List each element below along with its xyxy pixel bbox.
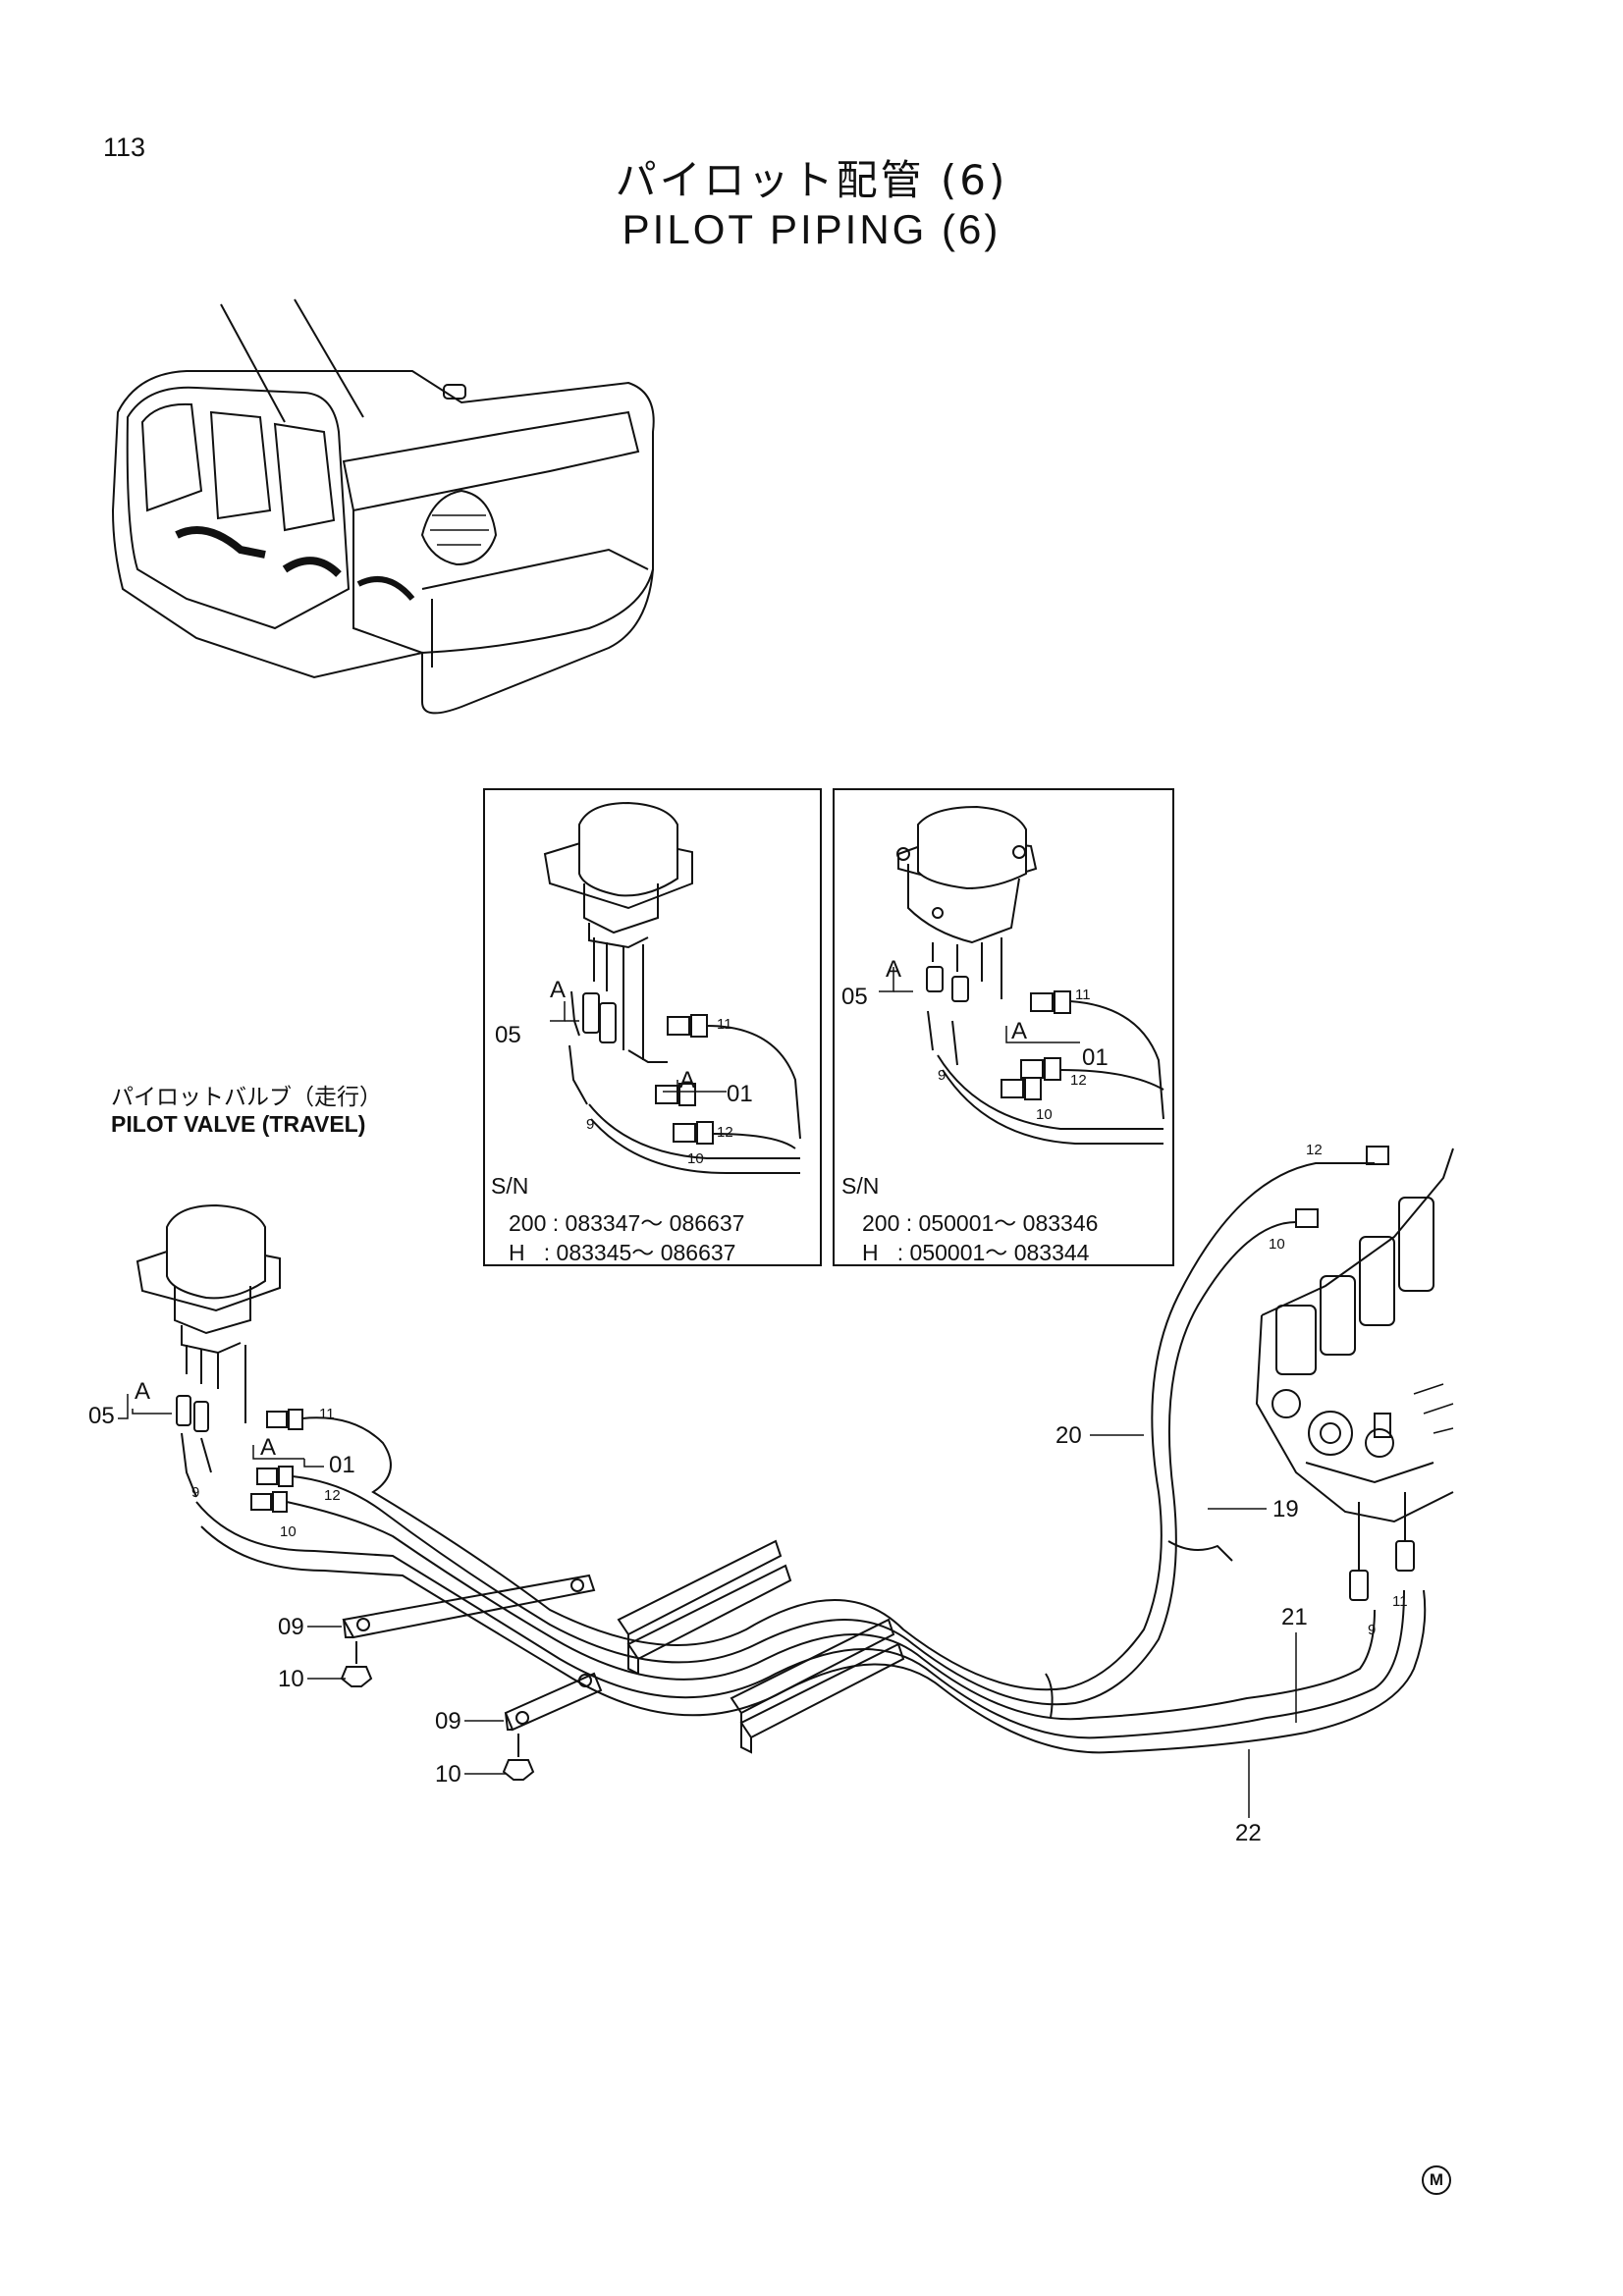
inset-right-sn-header: S/N [841,1173,880,1199]
excavator-overview-drawing [111,298,655,715]
callout-09-a: 09 [278,1614,304,1640]
callout-20: 20 [1055,1422,1082,1449]
callout-10-a: 10 [278,1666,304,1692]
inset-left-callout-10: 10 [687,1150,704,1167]
callout-valve-9: 9 [1368,1622,1376,1638]
inset-left-sn-line-h: H : 083345～ 086637 [509,1240,736,1265]
callout-valve-11: 11 [1392,1593,1408,1610]
pilot-valve-label-english: PILOT VALVE (TRAVEL) [111,1111,366,1137]
inset-right-valve-drawing [879,805,1164,1145]
pilot-valve-label-japanese: パイロットバルブ（走行） [111,1085,382,1110]
inset-left-callout-05: 05 [495,1022,521,1048]
callout-10: 10 [280,1523,297,1540]
bracket-part-09-b [504,1672,603,1732]
callout-19: 19 [1272,1496,1299,1522]
callout-a-upper: A [135,1378,150,1405]
callout-10-b: 10 [435,1761,461,1788]
inset-right-sn-line-h: H : 050001～ 083344 [862,1240,1090,1265]
callout-22: 22 [1235,1820,1262,1846]
leader-a-upper [132,1409,172,1415]
inset-left-valve-drawing [543,801,801,1174]
inset-right-callout-11: 11 [1075,987,1091,1003]
callout-valve-12: 12 [1306,1142,1323,1158]
bolt-part-10-b [502,1734,535,1781]
inset-right-callout-10: 10 [1036,1106,1053,1123]
callout-a-lower: A [260,1434,276,1461]
control-valve-drawing [1255,1146,1454,1601]
inset-right-callout-a2: A [1011,1018,1027,1044]
leader-a-lower [252,1445,304,1460]
inset-left-callout-a2: A [679,1067,695,1094]
page-title-english: PILOT PIPING (6) [622,206,1001,252]
inset-left-sn-line-200: 200 : 083347～ 086637 [509,1210,745,1236]
inset-right-callout-01: 01 [1082,1044,1109,1071]
callout-21: 21 [1281,1604,1308,1630]
leader-05 [118,1394,129,1419]
m-mark: M [1422,2165,1451,2195]
inset-left-callout-9: 9 [586,1116,594,1133]
inset-right-callout-9: 9 [938,1067,946,1084]
hose-clamps [617,1539,1233,1754]
leader-01 [303,1459,324,1468]
callout-12: 12 [324,1487,341,1504]
inset-left-callout-a1: A [550,977,566,1003]
inset-left-callout-01: 01 [727,1081,753,1107]
inset-box-right [833,788,1174,1266]
callout-01: 01 [329,1452,355,1478]
callout-9: 9 [191,1484,199,1501]
bolt-part-10-a [340,1641,373,1687]
page-number: 113 [103,133,146,162]
inset-right-callout-a1: A [886,956,901,983]
callout-11: 11 [319,1406,335,1422]
hose-bundle [195,1162,1427,1754]
callout-09-b: 09 [435,1708,461,1735]
inset-left-callout-11: 11 [717,1016,732,1033]
inset-right-sn-line-200: 200 : 050001～ 083346 [862,1210,1099,1236]
inset-left-sn-header: S/N [491,1173,529,1199]
main-pilot-valve-drawing [135,1203,303,1513]
page-title-japanese: パイロット配管 (6) [615,156,1008,204]
callout-valve-10: 10 [1269,1236,1285,1253]
callout-05: 05 [88,1403,115,1429]
inset-right-callout-05: 05 [841,984,868,1010]
inset-box-left [483,788,822,1266]
bracket-part-09-a [342,1574,596,1639]
inset-right-callout-12: 12 [1070,1072,1087,1089]
inset-left-callout-12: 12 [717,1124,733,1141]
